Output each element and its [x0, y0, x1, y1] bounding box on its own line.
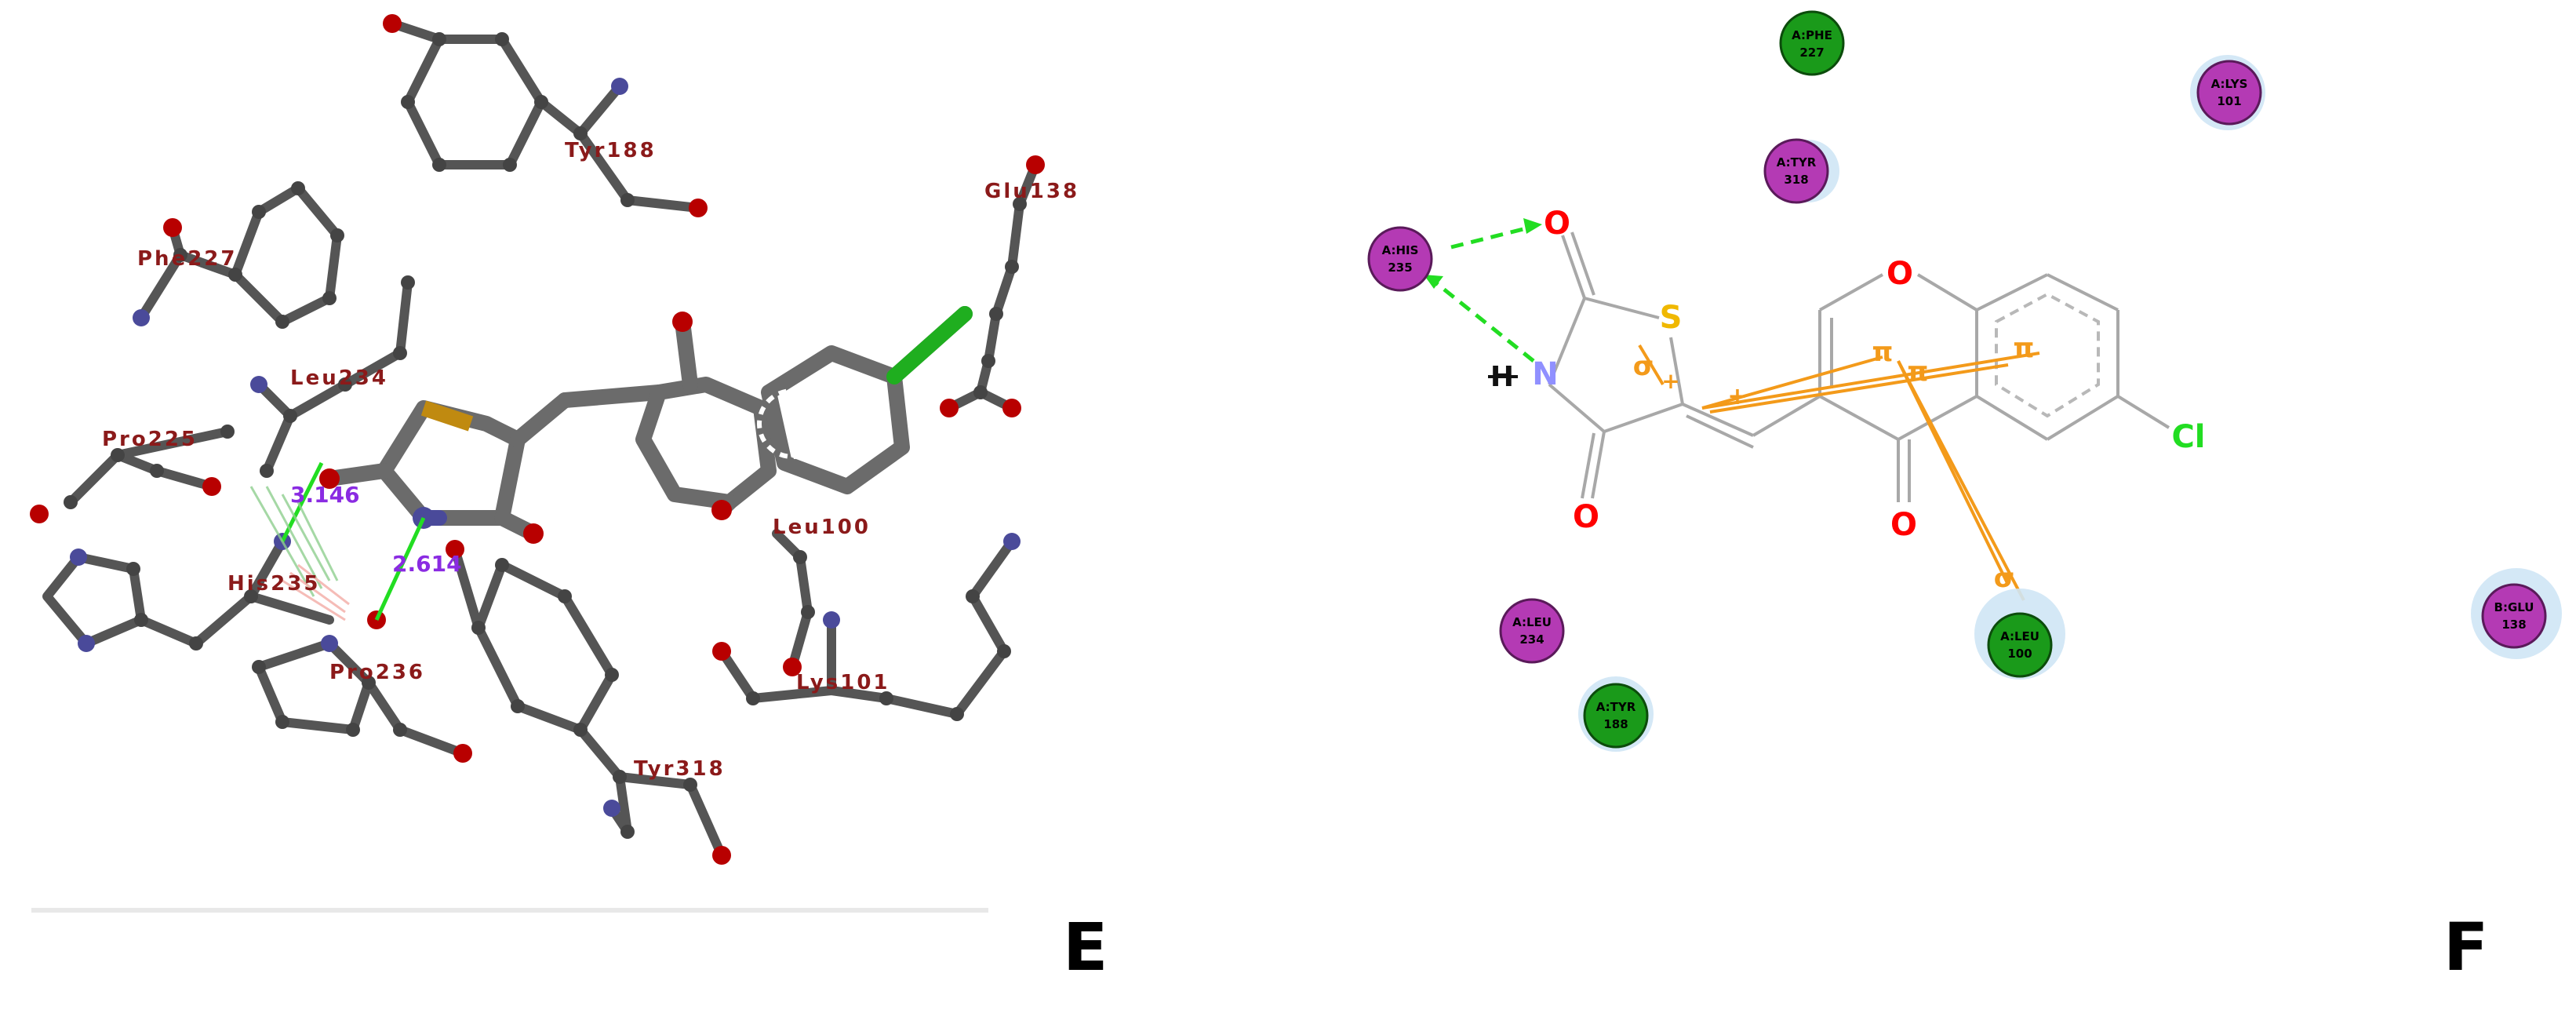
- residue-tyr188: A:TYR 188: [1583, 683, 1649, 749]
- label-lys101: Lys101: [796, 671, 890, 694]
- label-tyr318: Tyr318: [634, 757, 726, 781]
- svg-text:A:HIS: A:HIS: [1382, 243, 1419, 257]
- svg-text:100: 100: [2007, 647, 2032, 661]
- label-pro225: Pro225: [102, 428, 198, 451]
- svg-text:A:LEU: A:LEU: [1512, 615, 1552, 629]
- label-glu138: Glu138: [984, 180, 1079, 203]
- svg-text:188: 188: [1603, 717, 1628, 731]
- contact-hatching: [249, 486, 339, 597]
- distance-label-2: 2.614: [392, 551, 462, 577]
- residue-phe227: A:PHE 227: [1779, 10, 1845, 76]
- svg-text:B:GLU: B:GLU: [2494, 600, 2534, 614]
- atom-o-top: O: [1544, 206, 1570, 242]
- ligand-sticks: [322, 306, 973, 541]
- atom-o-bottom-left: O: [1573, 499, 1599, 535]
- svg-text:227: 227: [1799, 46, 1824, 60]
- atom-cl: Cl: [2171, 419, 2205, 455]
- label-leu234: Leu234: [290, 366, 388, 390]
- residue-tyr318: A:TYR 318: [1763, 138, 1829, 204]
- atom-o-ketone: O: [1890, 507, 1917, 543]
- label-tyr188: Tyr188: [565, 139, 657, 162]
- residue-his235: A:HIS 235: [1367, 226, 1433, 292]
- aromatic-ring-marker: [757, 388, 828, 459]
- pi-interaction-lines: [1638, 344, 2040, 601]
- svg-text:A:LEU: A:LEU: [2000, 629, 2039, 643]
- svg-text:A:PHE: A:PHE: [1792, 28, 1832, 42]
- hbond-arrowhead-1: [1523, 218, 1542, 234]
- atom-o-ring: O: [1887, 256, 1913, 292]
- pi-label-2: π: [1908, 356, 1929, 388]
- pi-cross-mark: +: [1727, 383, 1747, 410]
- panel-letter-f: F: [2443, 909, 2489, 986]
- svg-text:A:LYS: A:LYS: [2211, 77, 2248, 91]
- residue-labels: Tyr188 Phe227 Leu234 Pro225 His235 Pro23…: [102, 139, 1079, 781]
- svg-text:235: 235: [1388, 261, 1412, 275]
- label-phe227: Phe227: [137, 247, 237, 271]
- atom-labels: O S N O O O Cl H: [1490, 206, 2206, 543]
- residue-leu100: A:LEU 100: [1987, 612, 2053, 678]
- atom-s: S: [1660, 300, 1683, 336]
- panel-e-3d-view: Tyr188 Phe227 Leu234 Pro225 His235 Pro23…: [30, 14, 1079, 913]
- residue-lys101: A:LYS 101: [2196, 60, 2262, 126]
- pi-label-3: π: [2014, 333, 2035, 364]
- atom-balls: [30, 14, 1045, 865]
- hbond-line-2: [374, 516, 426, 621]
- pi-mark-small: +: [1661, 368, 1679, 394]
- sigma-label-1: σ: [1633, 351, 1654, 382]
- label-pro236: Pro236: [329, 661, 425, 684]
- label-leu100: Leu100: [773, 516, 871, 539]
- distance-label-1: 3.146: [290, 482, 360, 508]
- ligand-skeleton: [1548, 231, 2170, 502]
- contact-hatching-red: [282, 563, 350, 621]
- residue-leu234: A:LEU 234: [1499, 598, 1565, 664]
- pi-symbols: π π π σ σ: [1633, 333, 2035, 594]
- sulfur-bond: [420, 400, 474, 432]
- panel-f-2d-diagram: O S N O O O Cl H π π π: [1367, 10, 2562, 752]
- svg-text:101: 101: [2217, 94, 2241, 108]
- panel-letter-e: E: [1063, 909, 1108, 986]
- hbond-arrows: [1434, 225, 1535, 363]
- svg-text:A:TYR: A:TYR: [1777, 155, 1817, 169]
- hbond-arrowhead-2: [1424, 275, 1443, 289]
- pi-label-1: π: [1872, 337, 1894, 368]
- residue-glu138: B:GLU 138: [2481, 583, 2547, 649]
- chlorine-bond: [886, 306, 973, 384]
- svg-text:A:TYR: A:TYR: [1596, 700, 1636, 714]
- atom-n: N: [1532, 356, 1558, 392]
- svg-text:318: 318: [1784, 173, 1808, 187]
- label-his235: His235: [227, 572, 320, 596]
- svg-text:234: 234: [1519, 632, 1544, 647]
- svg-text:138: 138: [2501, 618, 2526, 632]
- benzo-aromatic-dashes: [1995, 292, 2100, 418]
- sigma-label-2: σ: [1994, 563, 2014, 594]
